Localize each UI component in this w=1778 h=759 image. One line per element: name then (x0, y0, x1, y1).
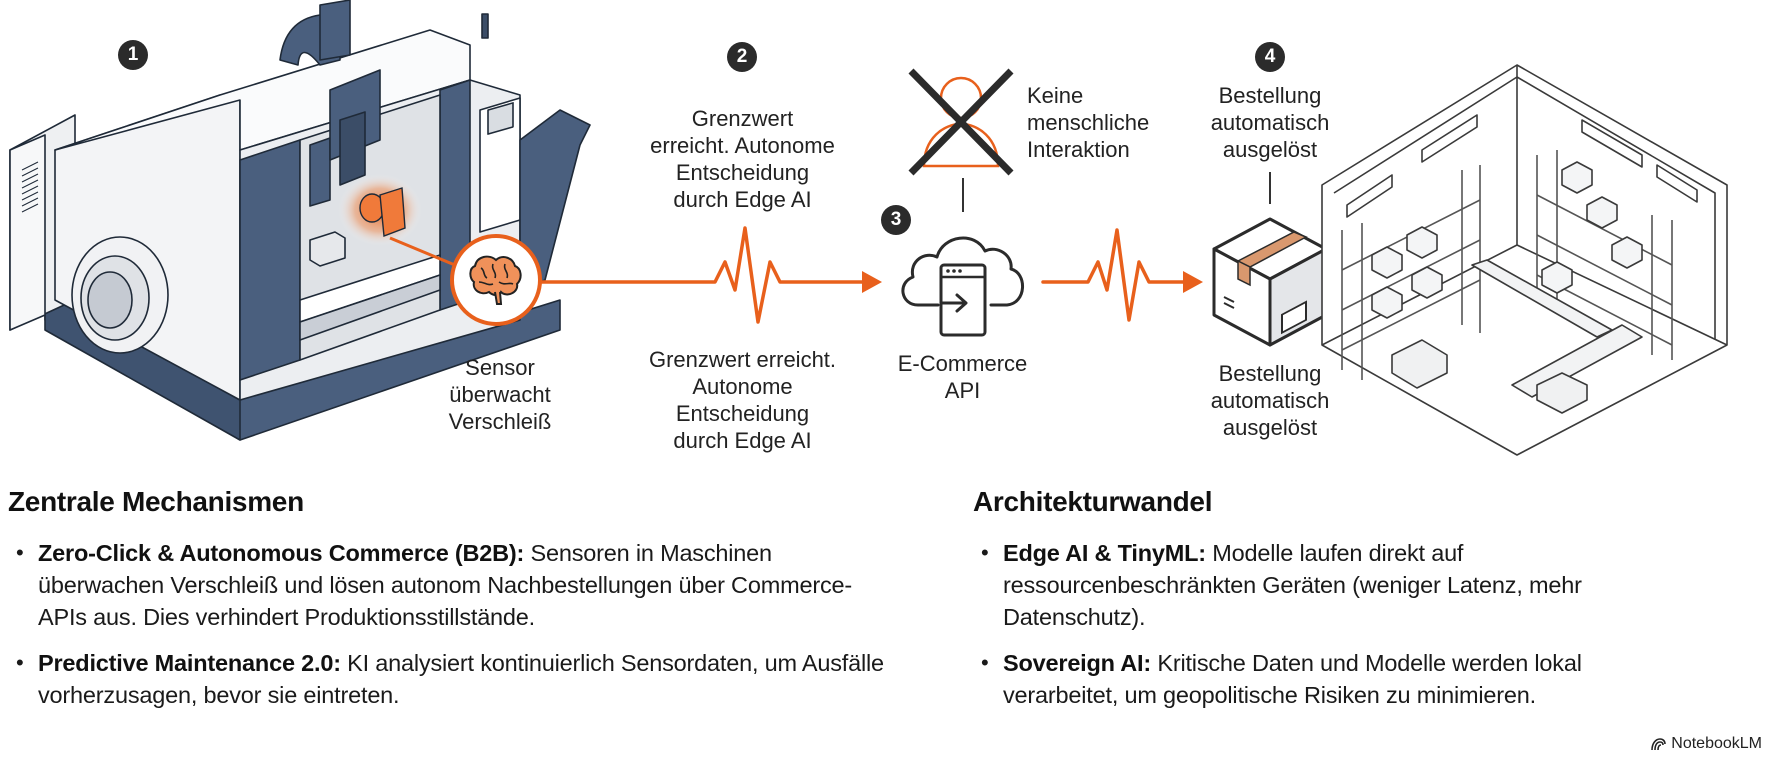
notebooklm-logo-icon (1651, 738, 1667, 751)
cnc-machine-illustration (9, 0, 591, 441)
section-title-architecture: Architekturwandel (973, 486, 1213, 517)
warehouse-illustration (1321, 64, 1728, 456)
cloud-api-icon (901, 236, 1024, 337)
list-item: Sovereign AI: Kritische Daten und Modell… (973, 647, 1673, 711)
list-item-text: KI analysiert kontinuierlich Sensordaten… (38, 650, 884, 708)
step-3-label: E-Commerce API (897, 351, 1028, 403)
list-item-term: Predictive Maintenance 2.0: (38, 650, 341, 676)
package-box-icon (1212, 217, 1328, 347)
list-item-term: Zero-Click & Autonomous Commerce (B2B): (38, 540, 525, 566)
list-item-text: Kritische Daten und Modelle werden lokal… (1003, 650, 1582, 708)
architecture-list: Edge AI & TinyML: Modelle laufen direkt … (973, 537, 1673, 725)
list-item: Edge AI & TinyML: Modelle laufen direkt … (973, 537, 1673, 633)
heartbeat-pulse-arrow (538, 226, 882, 324)
step-2-bottom-label: Grenzwert erreicht. Autonome Entscheidun… (648, 347, 837, 453)
list-item-text: Modelle laufen direkt auf ressourcenbesc… (1003, 540, 1582, 630)
step-4-top-label: Bestellung automatisch ausgelöst (1210, 83, 1330, 162)
heartbeat-pulse-arrow-2 (1041, 228, 1203, 322)
list-item-term: Sovereign AI: (1003, 650, 1152, 676)
step-badge-1: 1 (118, 40, 148, 70)
list-item: Predictive Maintenance 2.0: KI analysier… (8, 647, 888, 711)
order-connector-line (1269, 172, 1271, 204)
step-badge-4: 4 (1255, 42, 1285, 72)
list-item: Zero-Click & Autonomous Commerce (B2B): … (8, 537, 888, 633)
step-badge-3: 3 (881, 205, 911, 235)
step-1-label: Sensor überwacht Verschleiß (448, 355, 552, 434)
section-title-mechanisms: Zentrale Mechanismen (8, 486, 304, 517)
mechanisms-list: Zero-Click & Autonomous Commerce (B2B): … (8, 537, 888, 725)
step-2-top-label: Grenzwert erreicht. Autonome Entscheidun… (650, 106, 835, 212)
list-item-term: Edge AI & TinyML: (1003, 540, 1206, 566)
step-badge-2: 2 (727, 42, 757, 72)
brand-name: NotebookLM (1671, 735, 1762, 752)
brain-icon (469, 255, 522, 305)
sensor-brain-badge (450, 234, 542, 326)
list-item-text: Sensoren in Maschinen überwachen Verschl… (38, 540, 852, 630)
no-human-interaction-callout: Keine menschliche Interaktion (1027, 83, 1150, 162)
crossed-out-person-icon (908, 68, 1014, 176)
step-4-bottom-label: Bestellung automatisch ausgelöst (1210, 361, 1330, 440)
notebooklm-brand: NotebookLM (1650, 735, 1762, 753)
callout-connector-line (962, 178, 964, 212)
